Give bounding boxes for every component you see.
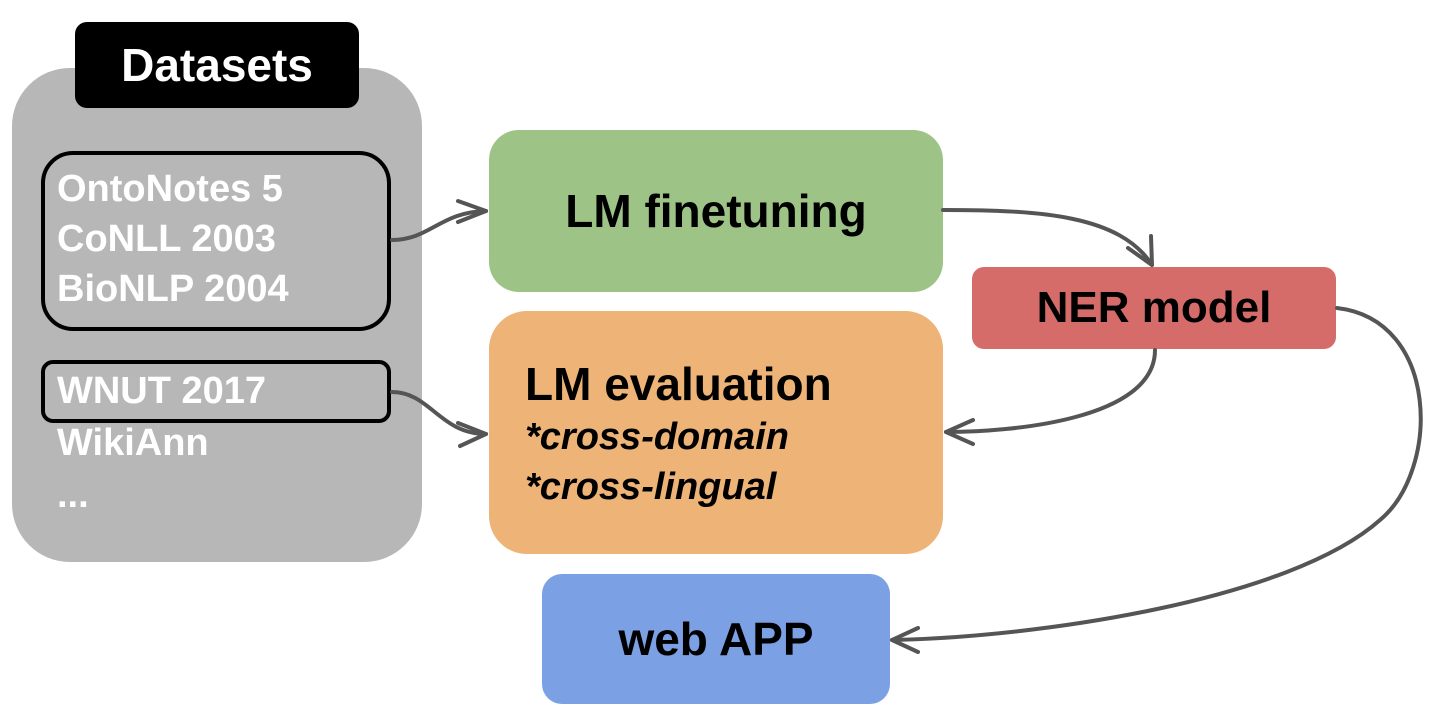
lm-finetuning-box: LM finetuning (489, 130, 943, 292)
ner-model-box: NER model (972, 267, 1336, 349)
dataset-wnut: WNUT 2017 (57, 370, 267, 412)
arrowhead-evaluation-back (944, 418, 975, 446)
cross-domain-label: *cross-domain (525, 416, 789, 458)
finetune-datasets-group (41, 151, 391, 331)
dataset-conll: CoNLL 2003 (57, 218, 276, 260)
datasets-panel (12, 68, 422, 562)
arrow-finetuning-to-ner (941, 208, 1154, 267)
arrow-ner-to-evaluation (944, 348, 1157, 434)
arrowhead-webapp (890, 626, 920, 654)
dataset-bionlp: BioNLP 2004 (57, 268, 289, 310)
arrowhead-finetuning (456, 199, 488, 224)
web-app-box: web APP (542, 574, 890, 704)
dataset-ontonotes: OntoNotes 5 (57, 168, 283, 210)
lm-evaluation-text: LM evaluation *cross-domain *cross-lingu… (525, 356, 832, 512)
arrow-ner-to-webapp (890, 306, 1423, 642)
arrowhead-evaluation (456, 421, 488, 448)
dataset-ellipsis: ... (57, 474, 89, 516)
lm-evaluation-title: LM evaluation (525, 358, 832, 410)
arrowhead-ner (1126, 234, 1154, 267)
cross-lingual-label: *cross-lingual (525, 466, 777, 508)
dataset-wikiann: WikiAnn (57, 422, 209, 464)
datasets-header: Datasets (75, 22, 359, 108)
eval-datasets-group (41, 360, 391, 423)
lm-evaluation-box (489, 311, 943, 554)
